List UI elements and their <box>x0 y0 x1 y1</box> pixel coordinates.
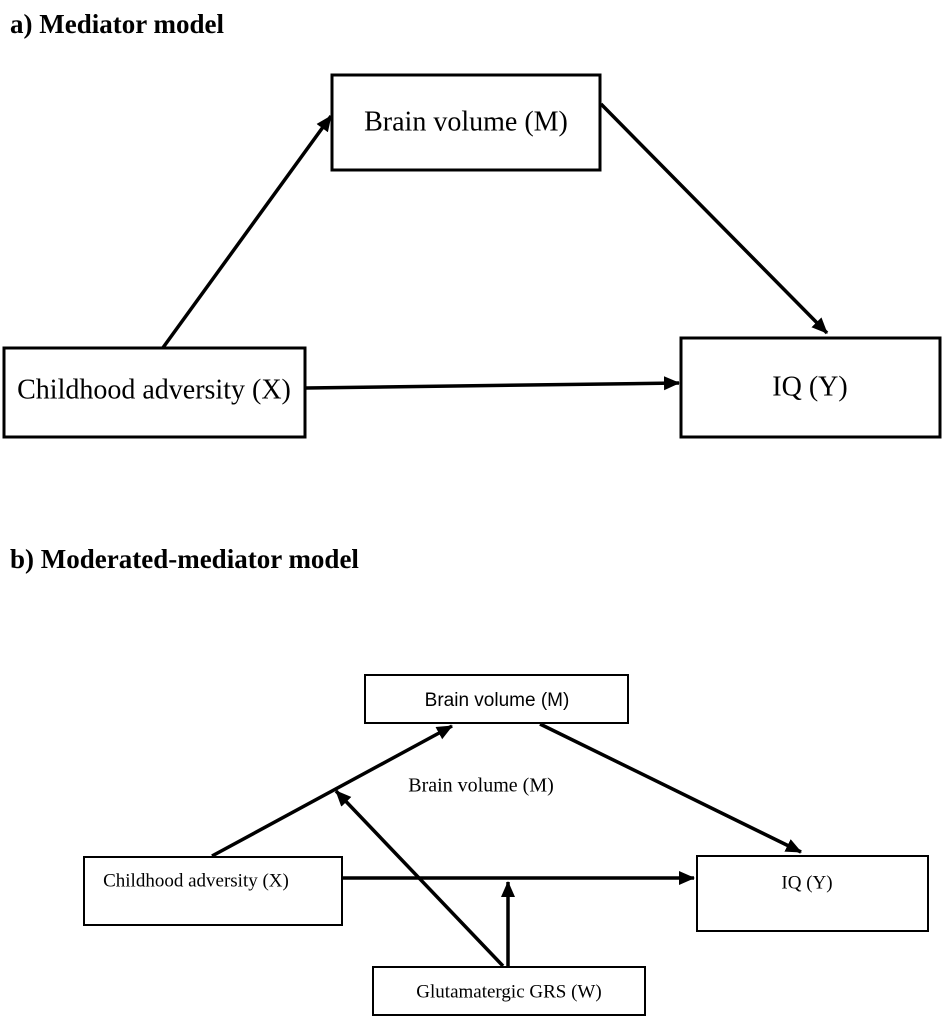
panel-a-outcome-label: IQ (Y) <box>772 371 847 402</box>
panel-b-floating-mediator-label: Brain volume (M) <box>408 775 554 797</box>
panel-b-moderator-box <box>372 966 646 1016</box>
panel-b-arrow-w-to-a-path <box>334 789 505 968</box>
panel-a-arrow-m-to-y <box>599 102 829 335</box>
panel-b-moderator-label: Glutamatergic GRS (W) <box>416 981 601 1002</box>
panel-a-mediator-box <box>330 73 602 172</box>
panel-b-arrow-m-to-y <box>539 722 802 854</box>
panel-b-predictor-label: Childhood adversity (X) <box>103 870 289 891</box>
panel-a-mediator-label: Brain volume (M) <box>364 106 568 137</box>
panel-b-predictor-box <box>83 856 343 926</box>
panel-b-mediator-label: Brain volume (M) <box>425 690 570 711</box>
panel-b-arrow-x-to-m <box>211 724 453 858</box>
panel-a-mediator-model: a) Mediator model Brain volume (M) Child… <box>2 9 942 439</box>
panel-a-arrow-x-to-m <box>160 114 333 351</box>
panel-a-predictor-box <box>2 346 307 439</box>
panel-b-outcome-label: IQ (Y) <box>781 872 832 893</box>
panel-a-arrow-x-to-y <box>305 376 680 391</box>
panel-a-outcome-box <box>679 336 942 439</box>
panel-b-outcome-box <box>696 855 929 932</box>
panel-a-predictor-label: Childhood adversity (X) <box>17 374 291 405</box>
panel-b-moderated-mediator-model: b) Moderated-mediator model Brain volume… <box>10 544 929 1016</box>
panel-b-title: b) Moderated-mediator model <box>10 544 359 574</box>
panel-b-mediator-box <box>364 674 629 724</box>
panel-a-title: a) Mediator model <box>10 9 224 39</box>
